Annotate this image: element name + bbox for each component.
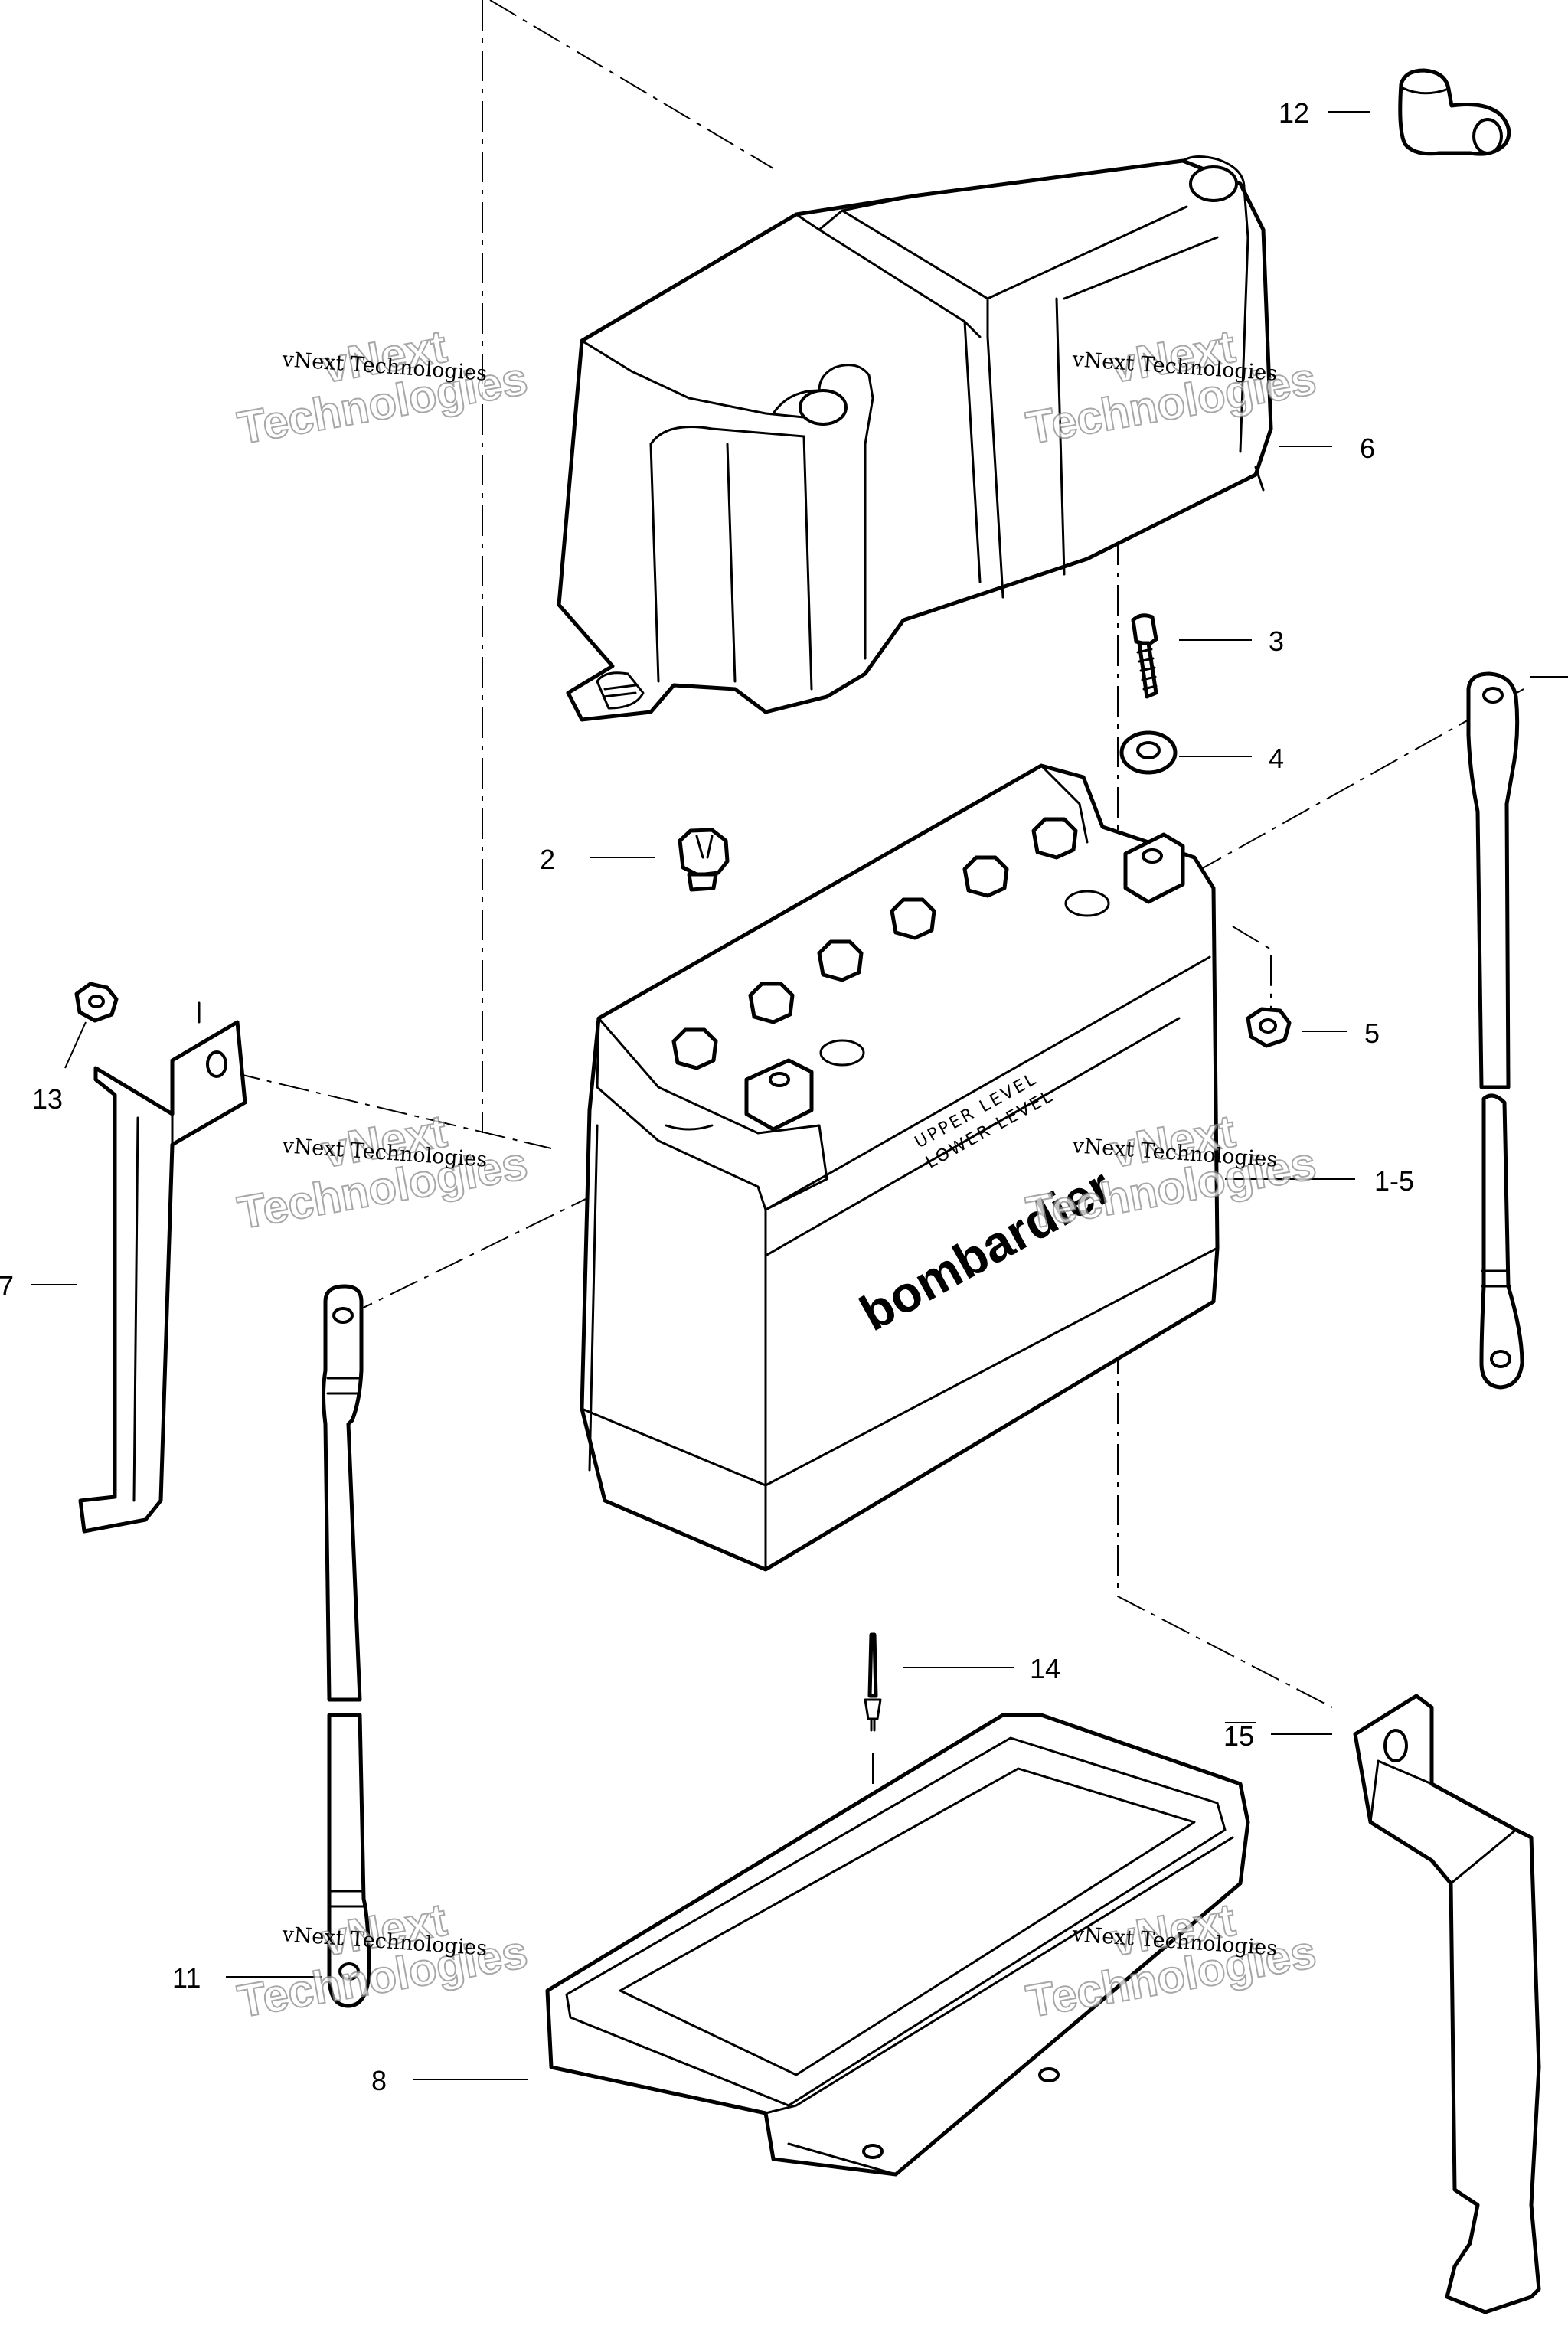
screw-part	[1131, 613, 1158, 699]
callout-4: 4	[1269, 743, 1284, 774]
pin-part	[864, 1632, 882, 1732]
bracket-part	[78, 1001, 247, 1534]
callout-7: 7	[0, 1270, 14, 1302]
callout-13: 13	[32, 1083, 63, 1115]
callout-1-5: 1-5	[1374, 1165, 1414, 1197]
callout-2: 2	[540, 844, 555, 875]
left-cable-part	[322, 1284, 371, 2008]
callout-labels: 12 6 3 4 2 5 13 1-5 7 14 15 11 8	[0, 97, 1414, 2096]
callout-3: 3	[1269, 626, 1284, 657]
right-cable-part	[1466, 671, 1524, 1390]
callout-15: 15	[1223, 1720, 1254, 1752]
vent-cap-part	[678, 828, 730, 892]
battery-cell-caps	[671, 817, 1078, 1070]
callout-11: 11	[172, 1962, 201, 1994]
watermark-top-left: Technologies vNext vNext Technologies	[234, 319, 532, 454]
callout-12: 12	[1279, 97, 1309, 129]
battery-part: UPPER LEVEL LOWER LEVEL bombardier	[580, 763, 1220, 1572]
tray-part	[545, 1713, 1250, 2177]
leader-lines	[31, 111, 1568, 2080]
tall-bracket-part	[1353, 1694, 1541, 2314]
battery-terminals	[744, 832, 1185, 1132]
callout-6: 6	[1360, 433, 1375, 464]
battery-cover-part	[557, 155, 1273, 722]
callout-8: 8	[371, 2065, 387, 2096]
nut-part	[1246, 1007, 1292, 1048]
watermark-mid-left: Technologies vNext vNext Technologies	[234, 1104, 532, 1239]
terminal-boot-part	[1398, 68, 1511, 156]
callout-14: 14	[1030, 1653, 1060, 1684]
callout-5: 5	[1364, 1018, 1380, 1049]
watermark-bottom-left: Technologies vNext vNext Technologies	[234, 1893, 532, 2027]
small-nut-part	[74, 982, 119, 1023]
washer-part	[1119, 730, 1178, 775]
